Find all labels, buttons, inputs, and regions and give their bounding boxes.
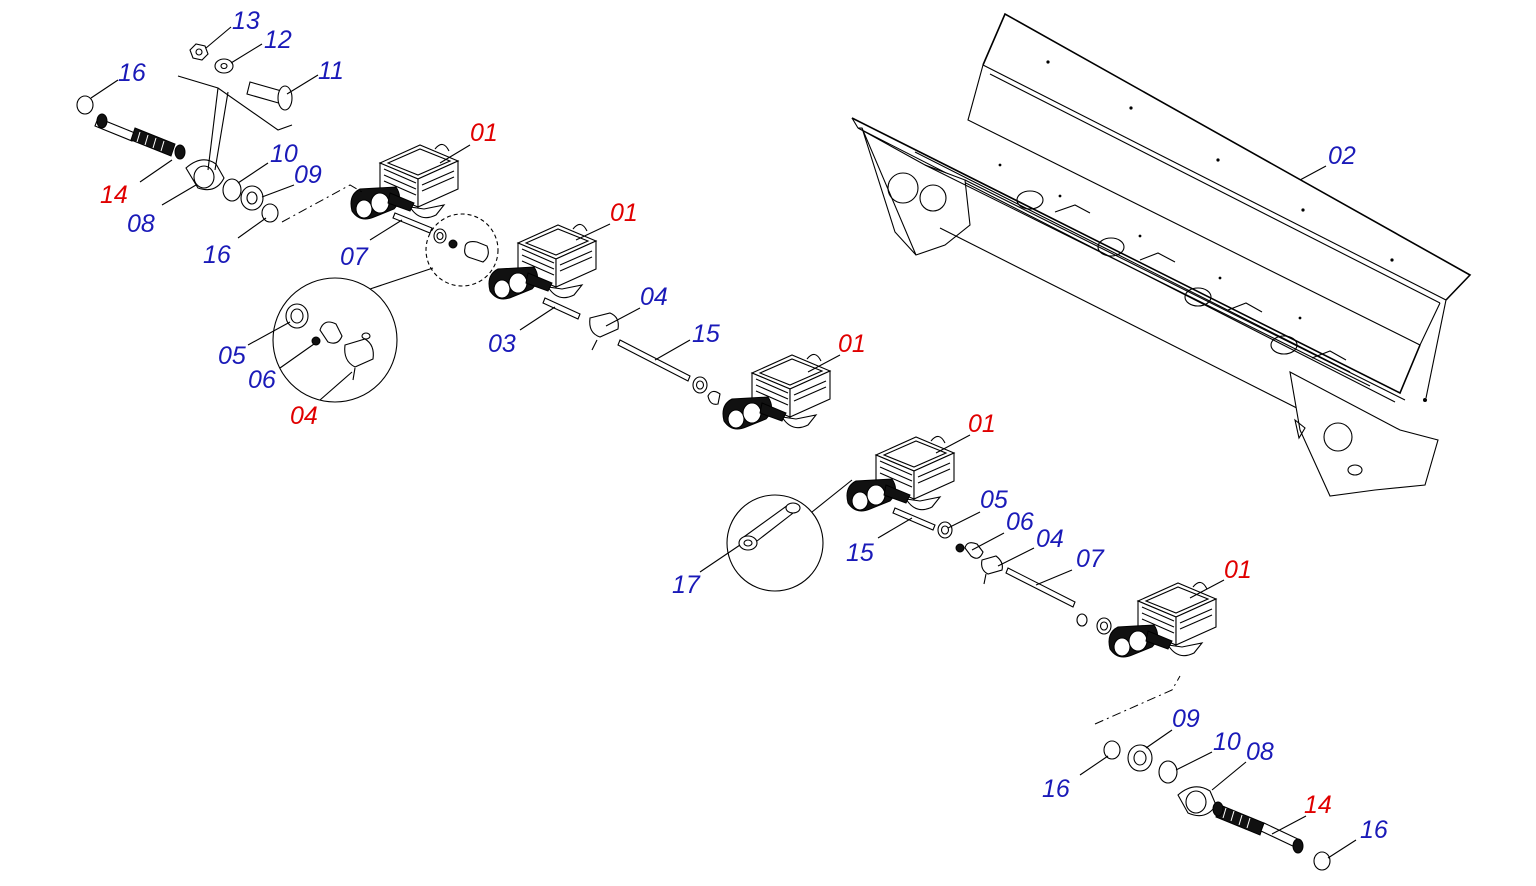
callout-01: 01 <box>968 410 996 438</box>
shafts <box>392 212 1076 608</box>
callout-17: 17 <box>672 571 701 599</box>
gearbox-1 <box>350 143 459 220</box>
callout-04: 04 <box>640 283 668 311</box>
callout-10: 10 <box>1213 728 1241 756</box>
callout-07: 07 <box>1076 545 1105 573</box>
callout-04: 04 <box>290 402 318 430</box>
gearbox-4 <box>846 435 955 512</box>
callout-06: 06 <box>1006 508 1034 536</box>
callout-12: 12 <box>264 26 292 54</box>
callout-01: 01 <box>470 119 498 147</box>
leader-lines <box>90 26 1357 859</box>
callout-16: 16 <box>1042 775 1070 803</box>
gearbox-3 <box>722 353 831 430</box>
drive-shaft-lower <box>1212 801 1304 854</box>
callout-08: 08 <box>127 210 155 238</box>
callout-11: 11 <box>318 57 344 85</box>
callout-16: 16 <box>1360 816 1388 844</box>
gearbox-2 <box>488 223 597 300</box>
center-lines <box>281 184 1181 725</box>
callout-10: 10 <box>270 140 298 168</box>
callout-09: 09 <box>1172 705 1200 733</box>
callout-06: 06 <box>248 366 276 394</box>
callout-16: 16 <box>203 241 231 269</box>
drive-shaft-upper <box>94 113 186 160</box>
callout-14: 14 <box>100 181 128 209</box>
callout-15: 15 <box>846 539 874 567</box>
callout-01: 01 <box>1224 556 1252 584</box>
callout-05: 05 <box>980 486 1008 514</box>
callout-07: 07 <box>340 243 369 271</box>
frame-02 <box>851 12 1472 497</box>
detail-view-couplers <box>272 213 499 403</box>
callout-15: 15 <box>692 320 720 348</box>
callout-05: 05 <box>218 342 246 370</box>
callout-labels: 13 12 11 16 14 08 10 09 16 01 07 01 05 0… <box>100 7 1388 844</box>
callout-14: 14 <box>1304 791 1332 819</box>
callout-08: 08 <box>1246 738 1274 766</box>
callout-16: 16 <box>118 59 146 87</box>
callout-03: 03 <box>488 330 516 358</box>
bolt-group <box>177 43 293 171</box>
callout-04: 04 <box>1036 525 1064 553</box>
small-parts <box>76 95 1331 871</box>
callout-09: 09 <box>294 161 322 189</box>
gearbox-5 <box>1108 581 1217 658</box>
callout-01: 01 <box>610 199 638 227</box>
callout-01: 01 <box>838 330 866 358</box>
callout-13: 13 <box>232 7 260 35</box>
detail-view-pin <box>726 479 853 592</box>
callout-02: 02 <box>1328 142 1356 170</box>
